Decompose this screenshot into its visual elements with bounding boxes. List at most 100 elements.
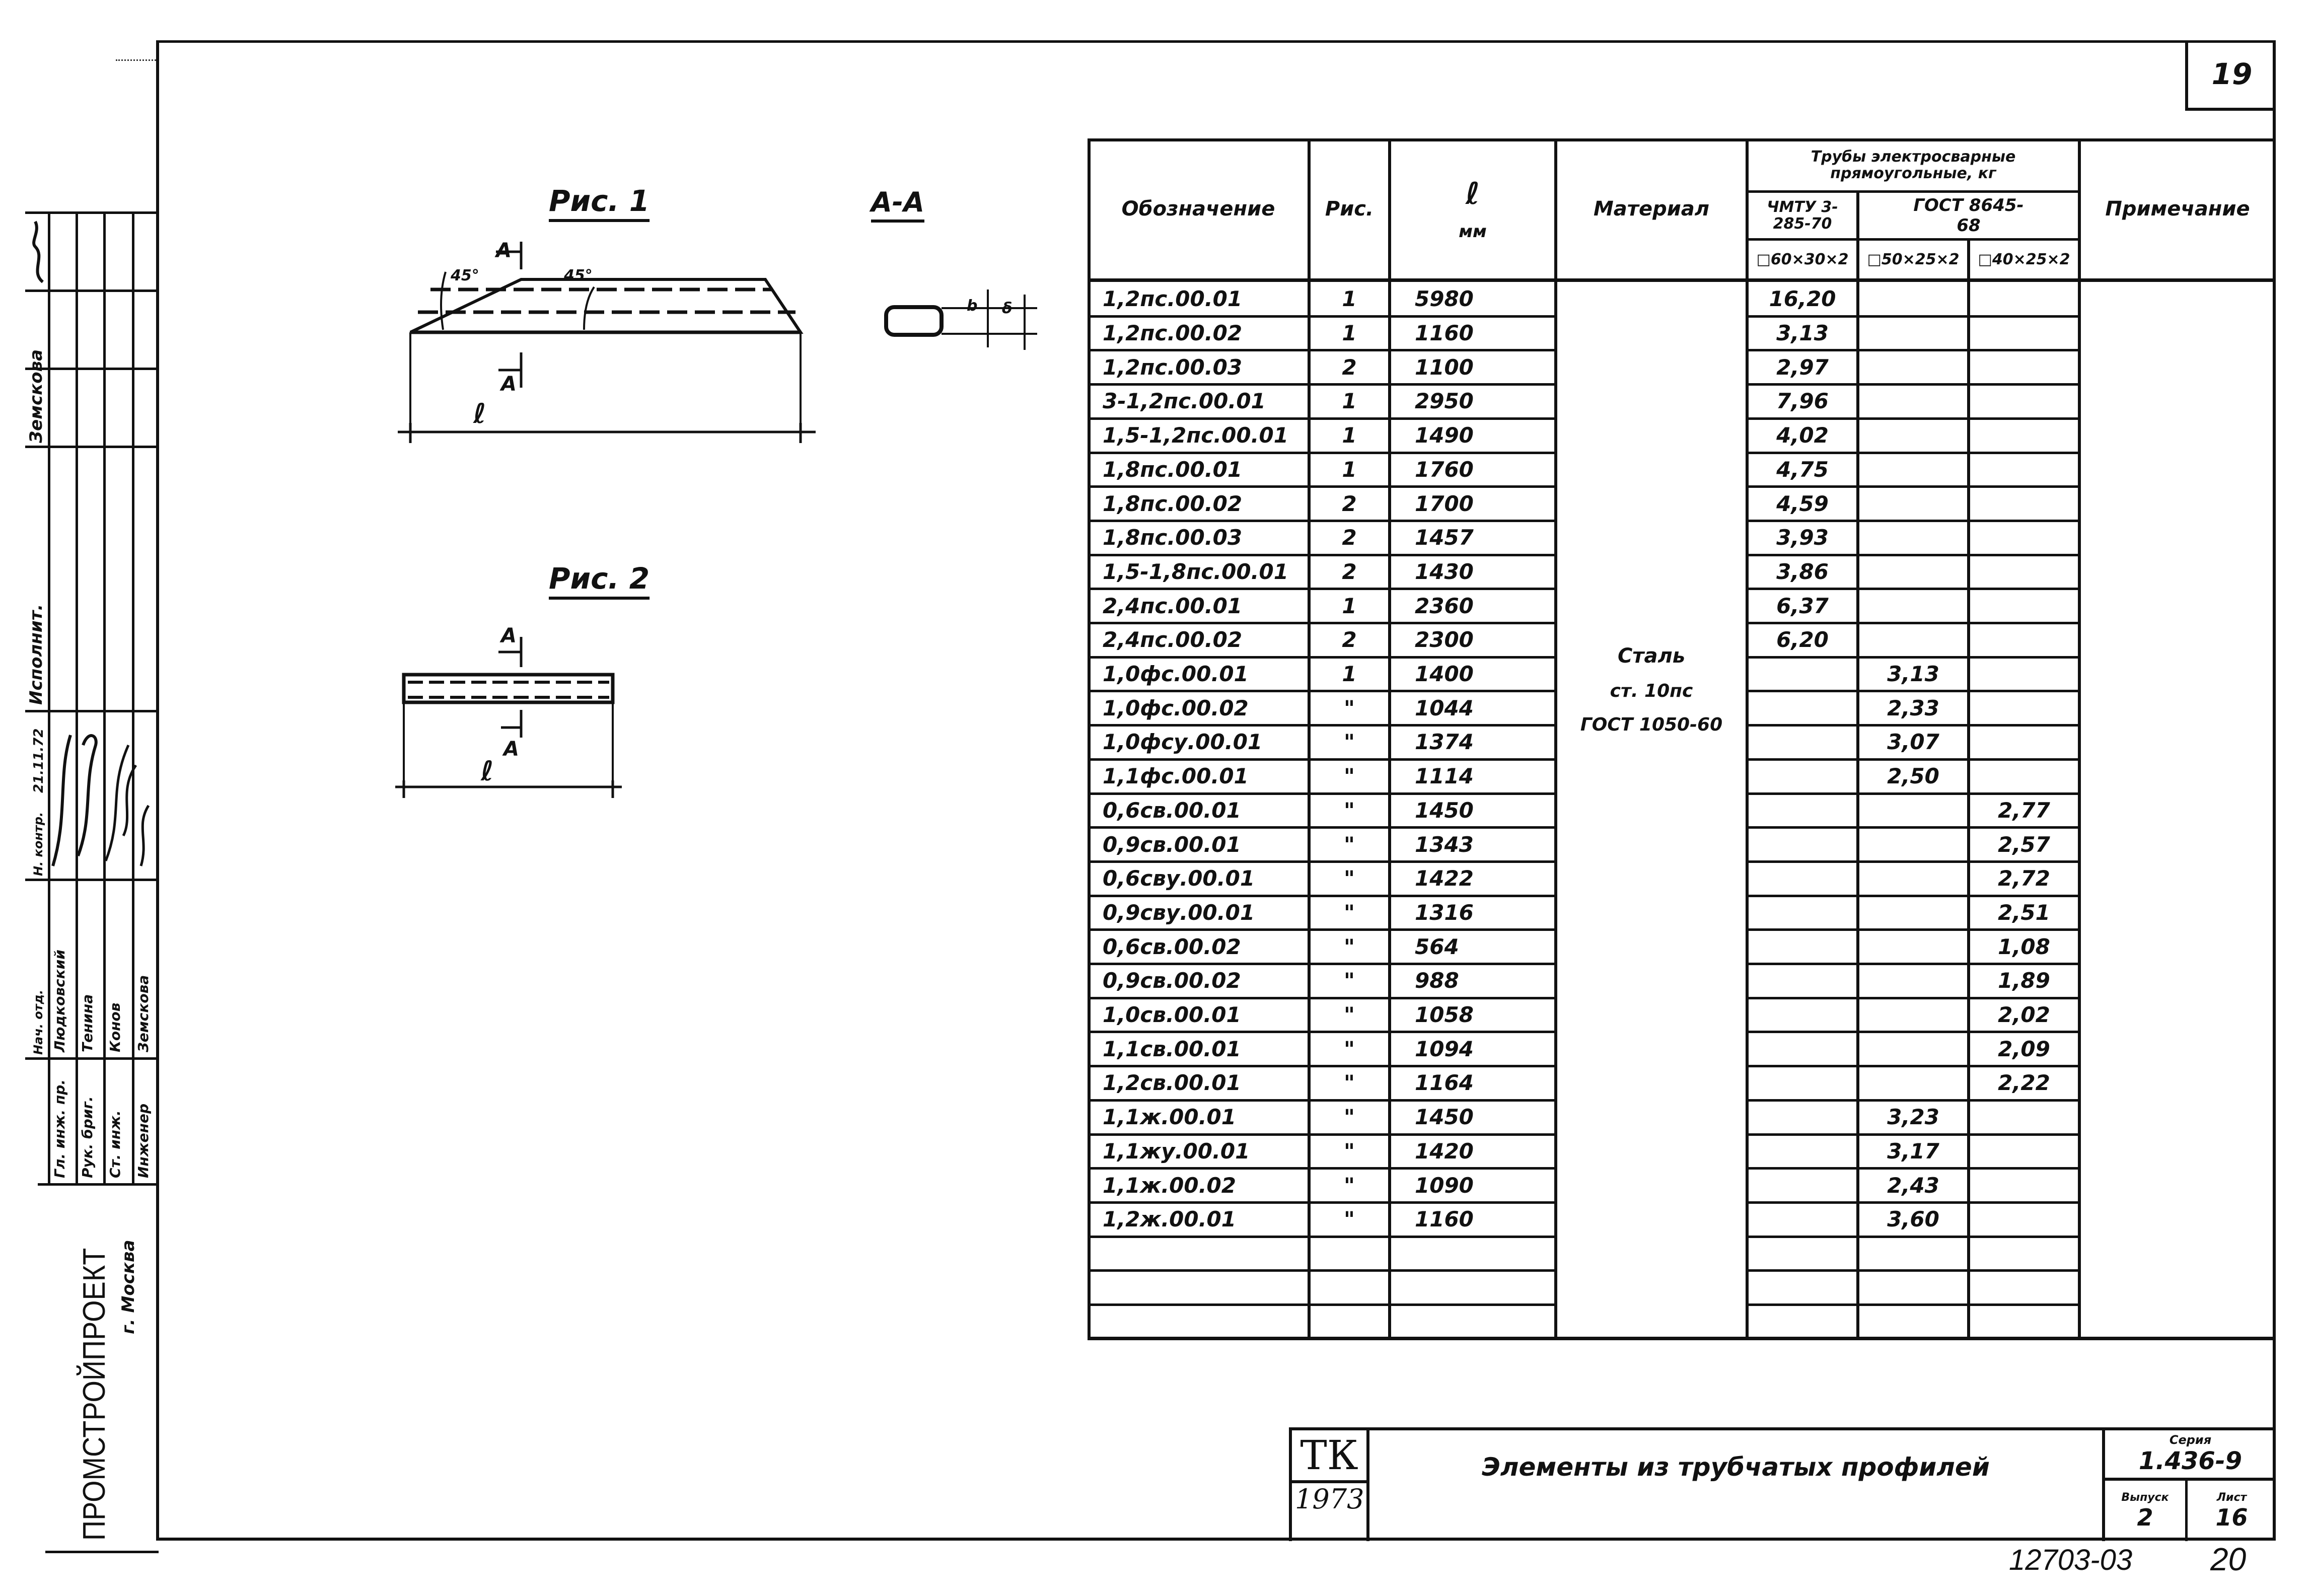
header-profile2: □50×25×2 [1867,250,1960,268]
fig1-section-mark-bottom: А [501,373,517,396]
stamp-role-1: Гл. инж. пр. [51,1079,68,1178]
org-mark-cell: ТК [1289,1430,1369,1483]
cell-w1 [1747,1134,1858,1169]
cell-w2 [1858,1304,1969,1339]
stamp-head-label: Нач. отд. [31,989,45,1055]
cell-w3: 2,72 [1998,866,2050,891]
stamp-role-2: Рук. бриг. [79,1096,96,1178]
cell-w1 [1747,793,1858,828]
cell-w3 [1969,1304,2079,1339]
cell-w2 [1858,998,1969,1032]
cell-w3 [1969,589,2079,623]
fig1-shape [398,242,816,443]
cell-w1 [1747,759,1858,793]
cell-w1: 6,37 [1776,593,1829,618]
cell-designation [1088,1270,1309,1304]
cell-designation: 1,2св.00.01 [1103,1070,1241,1096]
sheet-number: 19 [2211,57,2253,91]
cell-w1 [1747,1202,1858,1237]
sheet-value: 16 [2215,1503,2248,1531]
issue-value: 2 [2137,1503,2153,1531]
header-designation: Обозначение [1121,197,1275,221]
cell-w2 [1858,486,1969,521]
cell-w2 [1858,623,1969,657]
cell-w3 [1969,555,2079,589]
cell-w2: 2,33 [1887,695,1939,720]
cell-designation: 2,4пс.00.02 [1103,627,1243,652]
cell-length: 1114 [1415,764,1474,789]
cell-w3: 2,02 [1998,1002,2050,1028]
cell-w2 [1858,282,1969,316]
cell-w3 [1969,316,2079,350]
fig2-shape [395,637,622,798]
stamp-city: г. Москва [118,1240,138,1334]
cell-fig: 2 [1342,525,1357,550]
cell-length [1390,1237,1556,1271]
cell-w2 [1858,316,1969,350]
material-cell: Сталь ст. 10пс ГОСТ 1050-60 [1556,282,1747,1339]
cell-w2 [1858,1237,1969,1271]
cell-w3 [1969,486,2079,521]
cell-w1 [1747,964,1858,998]
cell-fig: " [1344,1138,1355,1164]
series-label: Серия [2169,1433,2212,1447]
header-std2: ГОСТ 8645-68 [1913,195,2024,236]
cell-w2: 3,07 [1887,730,1939,755]
cell-designation: 1,2пс.00.01 [1103,286,1243,312]
cell-fig [1309,1237,1390,1271]
cell-w3 [1969,384,2079,418]
cell-fig [1309,1339,1390,1373]
stamp-name-3: Конов [107,1002,123,1052]
cell-w1 [1747,1237,1858,1271]
cell-length: 1422 [1415,866,1474,891]
cell-designation: 1,5-1,8пс.00.01 [1103,559,1288,584]
cell-designation: 0,6св.00.01 [1103,797,1241,823]
fig1-angle-left: 45° [451,267,479,284]
cell-w3: 2,22 [1998,1070,2050,1096]
cell-length: 564 [1415,934,1459,959]
header-profile1: □60×30×2 [1756,250,1849,268]
cell-w1 [1747,1339,1858,1373]
archive-page: 20 [2210,1541,2247,1577]
cell-designation: 1,8пс.00.01 [1103,457,1243,482]
cell-fig [1309,1270,1390,1304]
cell-fig: " [1344,1173,1355,1198]
cell-w3 [1969,1202,2079,1237]
cell-fig: " [1344,1002,1355,1028]
cell-length: 1457 [1415,525,1474,550]
cell-length: 1044 [1415,695,1474,720]
header-material: Материал [1593,197,1710,221]
stamp-role-3: Ст. инж. [107,1110,123,1178]
cell-designation: 0,6св.00.02 [1103,934,1241,959]
cell-fig: " [1344,1036,1355,1061]
cell-w3 [1969,418,2079,453]
stamp-name-1: Людковский [51,950,68,1052]
cell-w2 [1858,521,1969,555]
stamp-organization: ПРОМСТРОЙПРОЕКТ [77,1248,112,1541]
cell-length: 1450 [1415,797,1474,823]
cell-w3 [1969,282,2079,316]
cell-fig: " [1344,934,1355,959]
cell-w1 [1747,1304,1858,1339]
header-length-symbol: ℓ [1465,176,1480,211]
cell-w2 [1858,793,1969,828]
cell-length: 1160 [1415,321,1474,346]
cell-fig: 2 [1342,491,1357,516]
stamp-name-2: Тенина [79,994,96,1052]
stamp-dept-label: Н. контр. [31,812,45,876]
cell-designation: 2,4пс.00.01 [1103,593,1243,618]
cell-w3: 2,09 [1998,1036,2050,1061]
frame-top-dash [116,59,156,61]
cell-w1: 4,75 [1776,457,1829,482]
fig1-angle-right: 45° [564,267,593,284]
cell-length: 988 [1415,968,1459,993]
cell-w1 [1747,827,1858,861]
cell-designation [1088,1339,1309,1373]
section-dim-1: b [967,297,978,315]
stamp-upper-name: Земскова [26,349,46,443]
cell-w2 [1858,418,1969,453]
cell-w1 [1747,725,1858,759]
cell-fig: " [1344,695,1355,720]
cell-w2: 3,60 [1887,1207,1939,1232]
cell-w1 [1747,1100,1858,1134]
